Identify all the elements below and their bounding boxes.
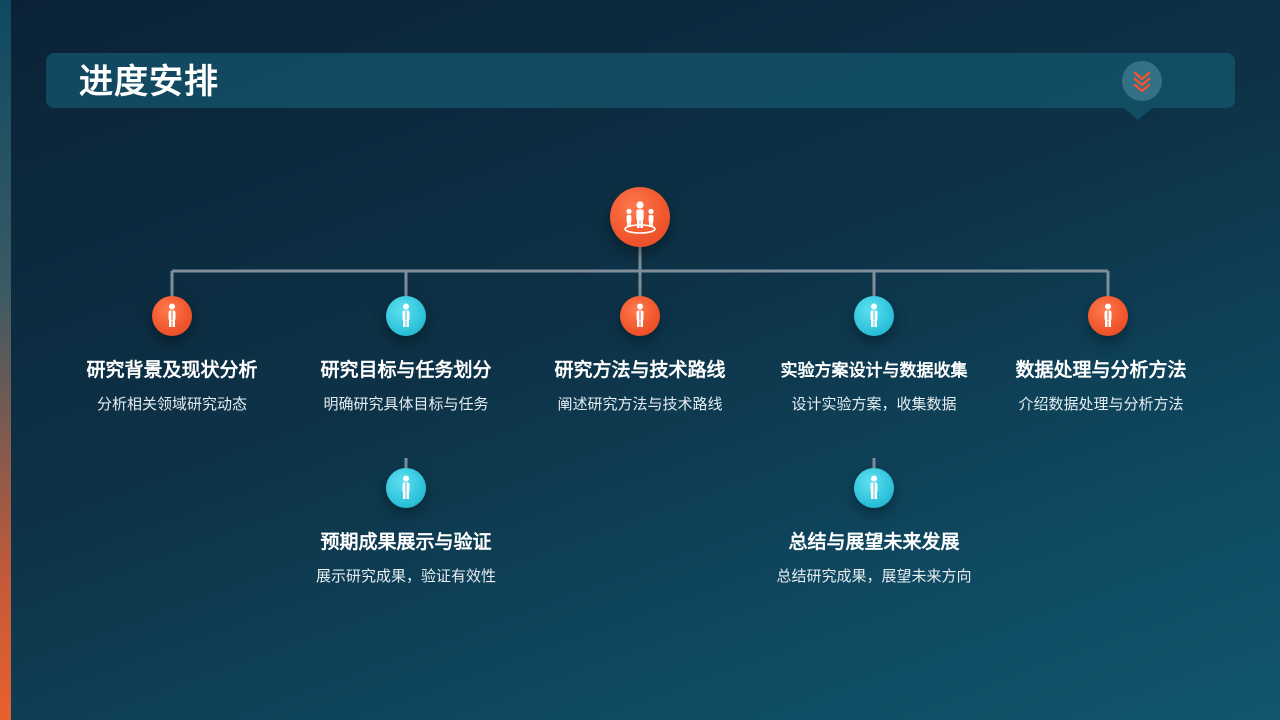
node-7-icon-circle[interactable] bbox=[854, 468, 894, 508]
node-6-title: 预期成果展示与验证 bbox=[320, 531, 492, 553]
left-accent-bar bbox=[0, 0, 11, 720]
node-4-title: 实验方案设计与数据收集 bbox=[780, 361, 968, 381]
node-2-title: 研究目标与任务划分 bbox=[320, 359, 492, 381]
chevron-double-down-icon[interactable] bbox=[1122, 61, 1162, 101]
node-3-desc: 阐述研究方法与技术路线 bbox=[557, 395, 723, 413]
person-icon bbox=[1104, 303, 1112, 327]
node-5-desc: 介绍数据处理与分析方法 bbox=[1018, 395, 1184, 413]
person-icon bbox=[402, 303, 410, 327]
node-6-icon-circle[interactable] bbox=[386, 468, 426, 508]
node-2-icon-circle[interactable] bbox=[386, 296, 426, 336]
header-bar bbox=[46, 53, 1235, 108]
node-4-icon-circle[interactable] bbox=[854, 296, 894, 336]
node-3-title: 研究方法与技术路线 bbox=[554, 359, 726, 381]
node-7-desc: 总结研究成果，展望未来方向 bbox=[776, 567, 972, 585]
header-pointer bbox=[1124, 108, 1152, 120]
node-1-title: 研究背景及现状分析 bbox=[86, 359, 258, 381]
node-1-icon-circle[interactable] bbox=[152, 296, 192, 336]
person-icon bbox=[168, 303, 176, 327]
node-5-title: 数据处理与分析方法 bbox=[1015, 359, 1187, 381]
person-icon bbox=[402, 475, 410, 499]
node-5-icon-circle[interactable] bbox=[1088, 296, 1128, 336]
node-6-desc: 展示研究成果，验证有效性 bbox=[315, 567, 496, 585]
team-people-icon bbox=[624, 201, 656, 234]
root-node[interactable] bbox=[610, 187, 670, 247]
node-4-desc: 设计实验方案，收集数据 bbox=[791, 395, 957, 413]
person-icon bbox=[870, 303, 878, 327]
node-7-title: 总结与展望未来发展 bbox=[788, 531, 960, 553]
node-1-desc: 分析相关领域研究动态 bbox=[96, 395, 247, 413]
page-title: 进度安排 bbox=[79, 62, 219, 102]
person-icon bbox=[636, 303, 644, 327]
node-2-desc: 明确研究具体目标与任务 bbox=[323, 395, 489, 413]
node-3-icon-circle[interactable] bbox=[620, 296, 660, 336]
person-icon bbox=[870, 475, 878, 499]
